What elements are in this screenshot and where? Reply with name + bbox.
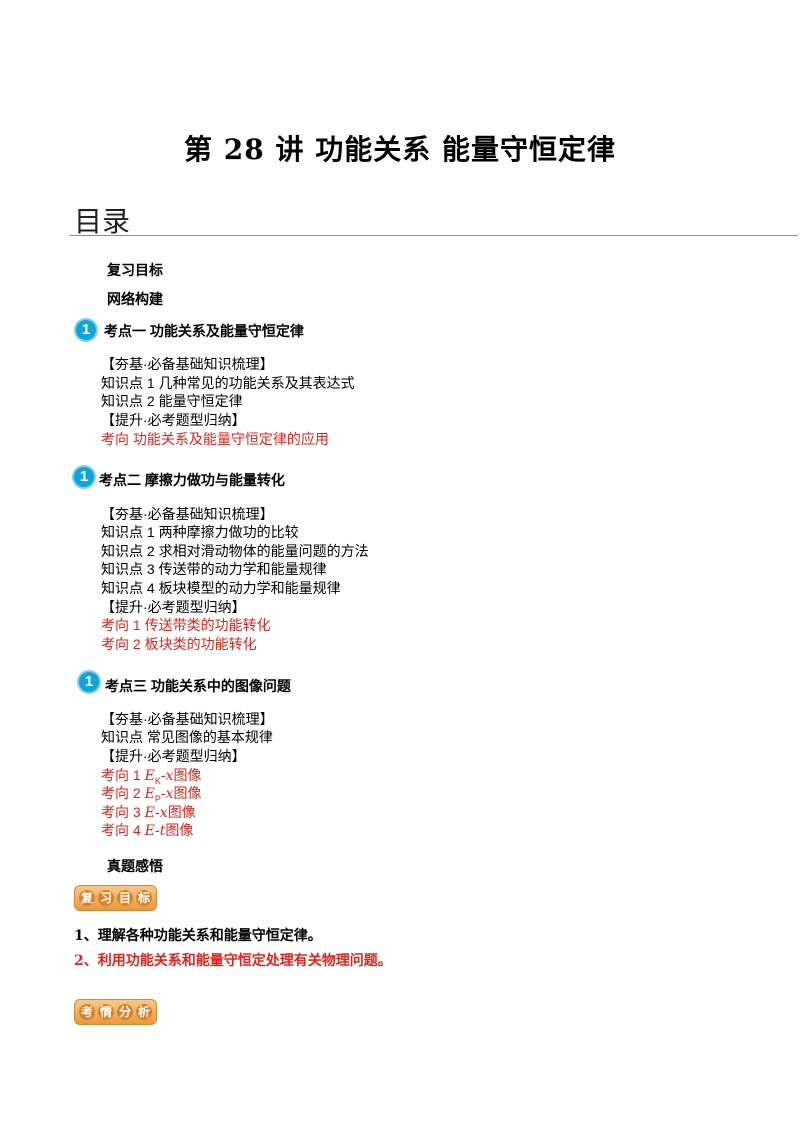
toc-direction[interactable]: 考向 2 EP-x图像 [101,785,202,804]
toc-direction[interactable]: 考向 4 E-t图像 [101,822,194,839]
document-title: 第 28 讲 功能关系 能量守恒定律 [184,133,616,166]
toc-review-goals[interactable]: 复习目标 [107,262,163,278]
toc-section-1[interactable]: 考点一 功能关系及能量守恒定律 [104,323,304,339]
toc-section-3[interactable]: 考点三 功能关系中的图像问题 [105,678,291,694]
toc-knowledge[interactable]: 知识点 4 板块模型的动力学和能量规律 [101,580,341,596]
section-marker-icon: 1 [74,467,94,487]
goal-item: 2、利用功能关系和能量守恒定处理有关物理问题。 [74,953,392,969]
toc-section-2[interactable]: 考点二 摩擦力做功与能量转化 [99,472,285,488]
toc-heading: 目录 [74,206,131,237]
toc-foundation[interactable]: 【夯基·必备基础知识梳理】 [101,506,274,522]
toc-foundation[interactable]: 【夯基·必备基础知识梳理】 [101,356,274,372]
toc-direction[interactable]: 考向 功能关系及能量守恒定律的应用 [101,431,329,447]
toc-improve[interactable]: 【提升·必考题型归纳】 [101,599,246,615]
toc-real-exam[interactable]: 真题感悟 [107,858,163,874]
goal-item: 1、理解各种功能关系和能量守恒定律。 [74,928,322,944]
section-marker-icon: 1 [76,320,96,340]
analysis-badge: 考情分析 [74,999,157,1025]
toc-knowledge[interactable]: 知识点 3 传送带的动力学和能量规律 [101,561,327,577]
toc-direction[interactable]: 考向 2 板块类的功能转化 [101,636,257,652]
toc-direction[interactable]: 考向 1 传送带类的功能转化 [101,617,271,633]
toc-knowledge[interactable]: 知识点 2 求相对滑动物体的能量问题的方法 [101,543,369,559]
toc-knowledge[interactable]: 知识点 1 两种摩擦力做功的比较 [101,524,299,540]
toc-network[interactable]: 网络构建 [107,291,163,307]
toc-improve[interactable]: 【提升·必考题型归纳】 [101,748,246,764]
toc-knowledge[interactable]: 知识点 常见图像的基本规律 [101,729,273,745]
toc-improve[interactable]: 【提升·必考题型归纳】 [101,412,246,428]
toc-divider [70,235,798,236]
toc-knowledge[interactable]: 知识点 1 几种常见的功能关系及其表达式 [101,375,355,391]
toc-foundation[interactable]: 【夯基·必备基础知识梳理】 [101,711,274,727]
toc-knowledge[interactable]: 知识点 2 能量守恒定律 [101,393,243,409]
toc-direction[interactable]: 考向 3 E-x图像 [101,804,196,821]
review-goals-badge: 复习目标 [74,885,157,911]
section-marker-icon: 1 [79,672,99,692]
toc-direction[interactable]: 考向 1 EK-x图像 [101,767,202,786]
